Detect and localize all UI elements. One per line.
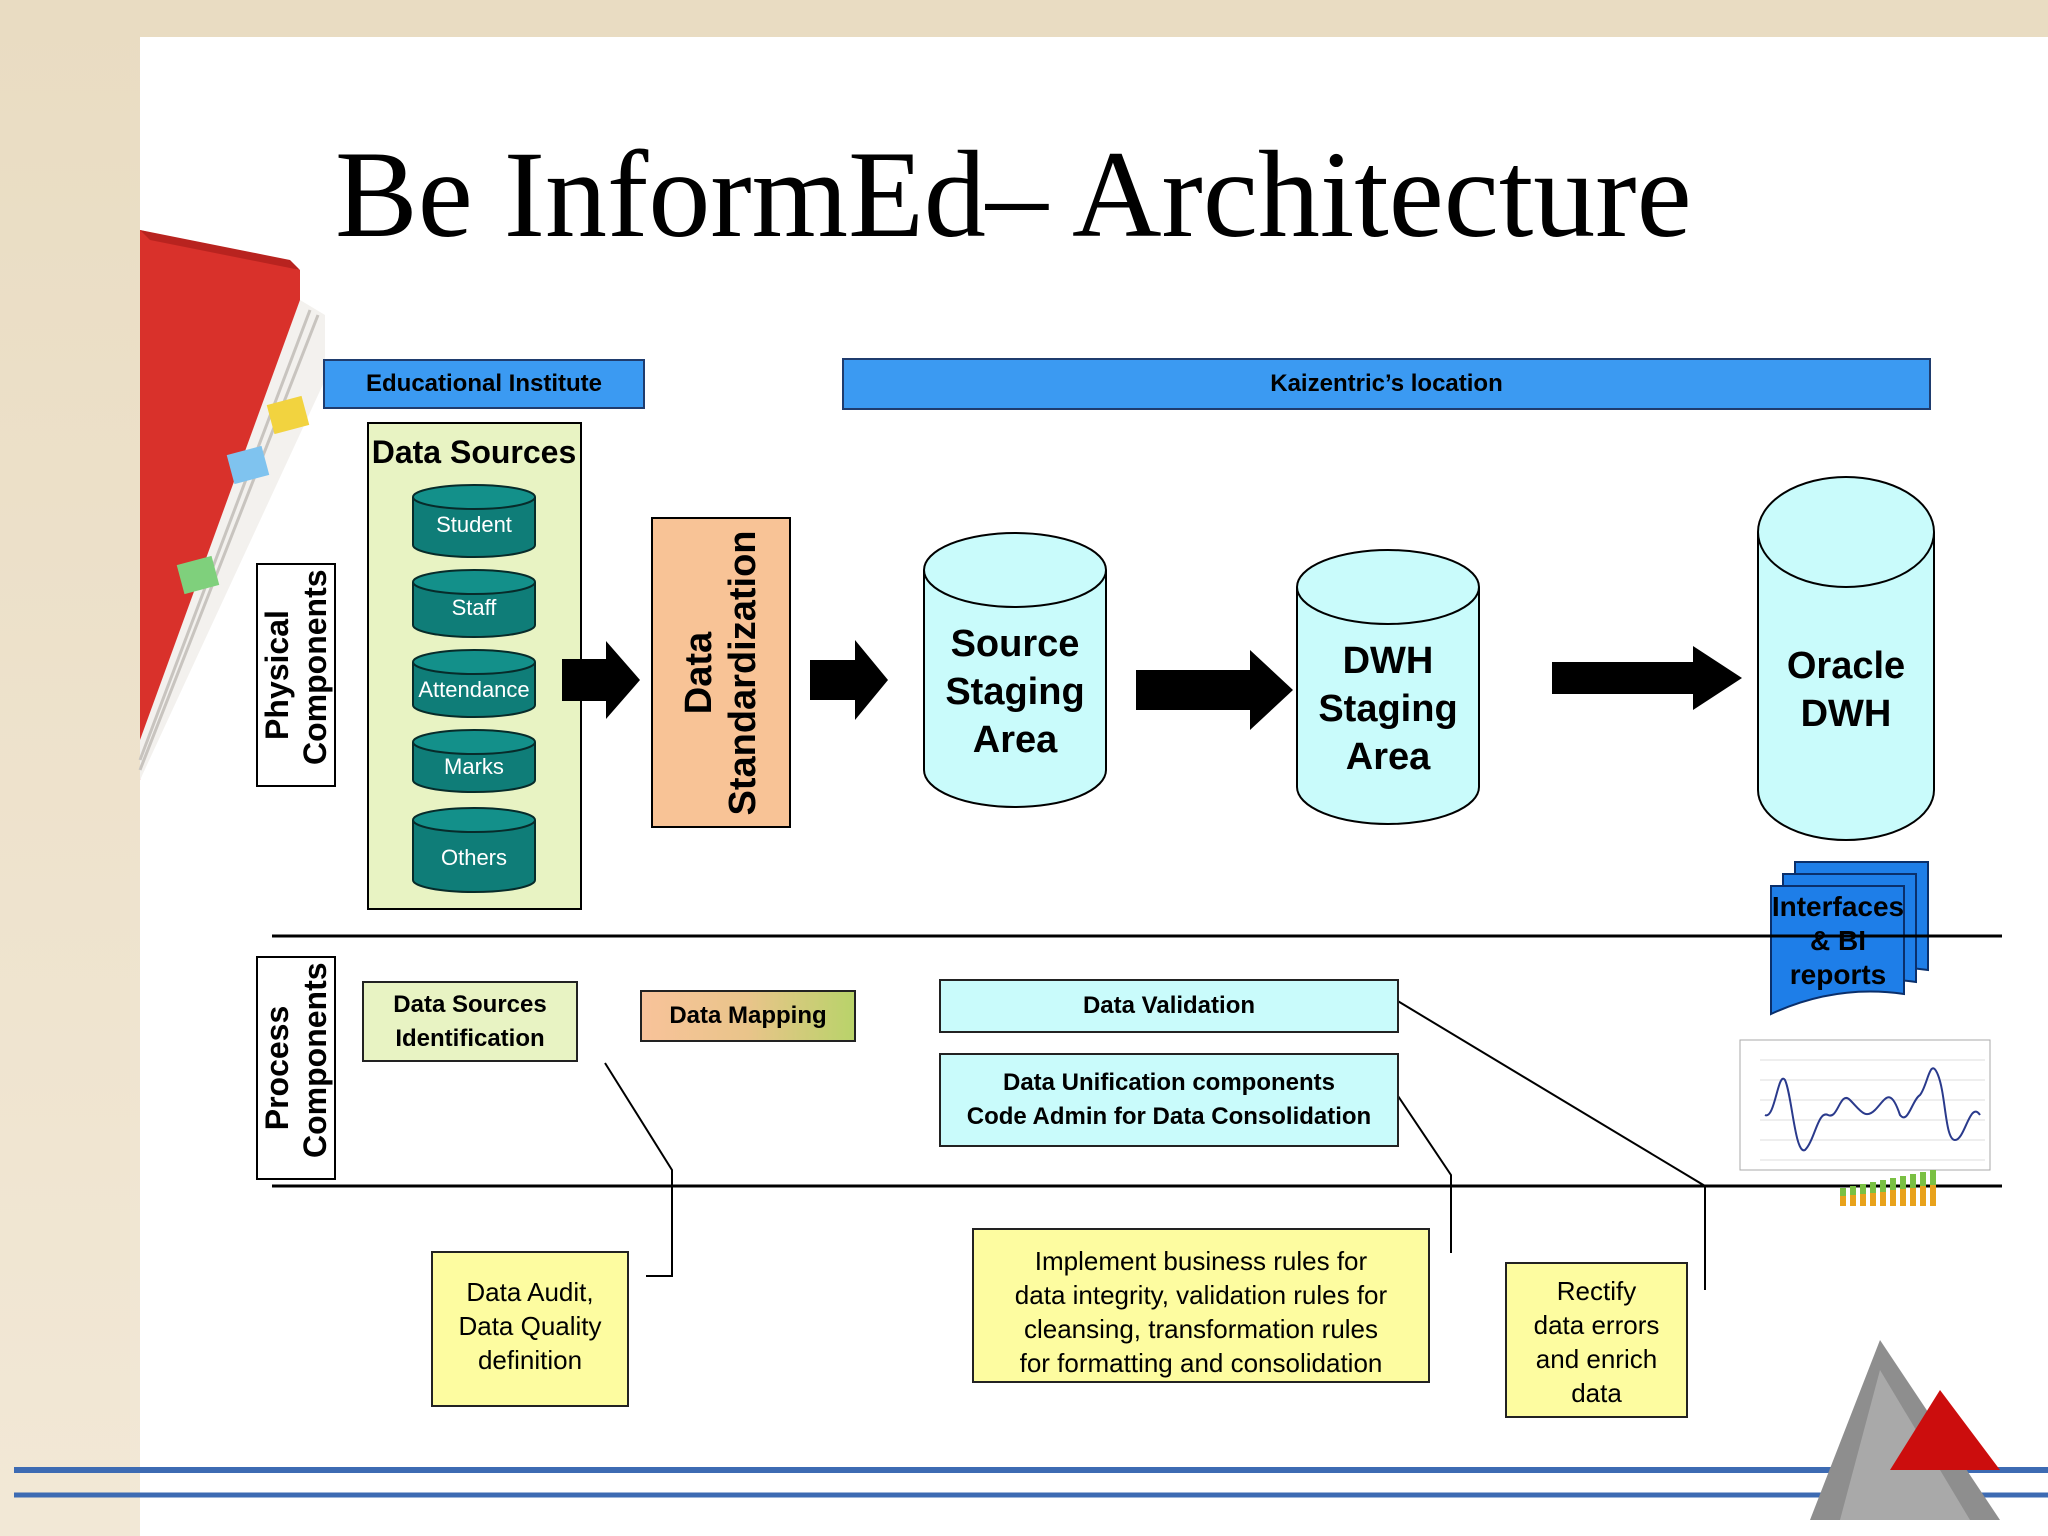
interfaces-line-3: reports <box>1789 959 1887 990</box>
staff-db-top <box>412 569 536 595</box>
business-rules-note: Implement business rules for data integr… <box>972 1228 1430 1383</box>
student-db-icon <box>412 497 536 558</box>
source-staging-db-top <box>923 532 1107 608</box>
attendance-db-top <box>412 649 536 675</box>
oracle-dwh-label: Oracle DWH <box>1758 642 1934 738</box>
source-staging-line-1: Source <box>950 623 1080 665</box>
interfaces-line-2: & BI <box>1810 925 1866 956</box>
connector-validation-to-rectify <box>1395 999 1706 1290</box>
data-mapping-box: Data Mapping <box>640 990 856 1042</box>
unification-line-1: Data Unification components <box>1002 1069 1336 1096</box>
source-staging-line-3: Area <box>972 719 1058 761</box>
others-db-icon <box>412 820 536 893</box>
data-validation-box: Data Validation <box>939 979 1399 1033</box>
others-label: Others <box>440 845 508 870</box>
dwh-staging-db-top <box>1296 549 1480 625</box>
physical-components-label: Physical Components <box>256 563 336 787</box>
rules-line-3: cleansing, transformation rules <box>1023 1314 1379 1344</box>
rules-line-1: Implement business rules for <box>1034 1246 1368 1276</box>
data-standardization-box: Data Standardization <box>651 517 791 828</box>
rectify-line-1: Rectify <box>1556 1276 1637 1306</box>
student-db-top <box>412 484 536 510</box>
data-sources-title: Data Sources <box>371 434 577 470</box>
interfaces-line-1: Interfaces <box>1771 891 1905 922</box>
source-staging-db-body <box>923 570 1107 808</box>
connector-identification-to-audit <box>604 1062 673 1277</box>
arrow-dwh-staging-to-oracle <box>1552 646 1742 710</box>
rectify-line-4: data <box>1571 1378 1622 1408</box>
dwh-staging-db-body <box>1296 587 1480 825</box>
rectify-data-note: Rectify data errors and enrich data <box>1505 1262 1688 1418</box>
oracle-dwh-db-top <box>1757 476 1935 588</box>
audit-line-3: definition <box>477 1345 583 1375</box>
data-audit-note: Data Audit, Data Quality definition <box>431 1251 629 1407</box>
dwh-staging-line-3: Area <box>1345 736 1431 778</box>
arrow-sources-to-standardization <box>562 641 640 719</box>
oracle-dwh-line-2: DWH <box>1800 693 1892 735</box>
student-label: Student <box>436 512 512 537</box>
identification-line-1: Data Sources <box>393 990 547 1018</box>
process-components-label: Process Components <box>256 956 336 1180</box>
blue-tab <box>226 445 270 485</box>
kaizentric-location-header: Kaizentric’s location <box>842 358 1931 410</box>
interfaces-bi-reports-label: Interfaces & BI reports <box>1760 890 1916 992</box>
arrow-standardization-to-source-staging <box>810 640 888 720</box>
rules-line-2: data integrity, validation rules for <box>1014 1280 1388 1310</box>
dwh-staging-line-1: DWH <box>1342 640 1434 682</box>
source-staging-line-2: Staging <box>945 671 1085 713</box>
rules-line-4: for formatting and consolidation <box>1019 1348 1383 1378</box>
identification-line-2: Identification <box>395 1024 545 1052</box>
green-tab <box>176 555 220 595</box>
marks-label: Marks <box>444 754 504 779</box>
data-unification-box: Data Unification components Code Admin f… <box>939 1053 1399 1147</box>
attendance-label: Attendance <box>418 677 530 702</box>
company-logo-icon <box>1810 1340 2000 1520</box>
sample-report-chart-icon <box>1739 1039 1991 1206</box>
educational-institute-header: Educational Institute <box>323 359 645 409</box>
oracle-dwh-line-1: Oracle <box>1786 645 1906 687</box>
dwh-staging-line-2: Staging <box>1318 688 1458 730</box>
source-staging-label: Source Staging Area <box>924 620 1106 764</box>
connector-unification-to-rules <box>1395 1092 1452 1253</box>
marks-db-top <box>412 729 536 755</box>
page-title: Be InformEd– Architecture <box>335 126 1692 263</box>
dwh-staging-label: DWH Staging Area <box>1297 637 1479 781</box>
rectify-line-2: data errors <box>1533 1310 1660 1340</box>
audit-line-1: Data Audit, <box>466 1277 594 1307</box>
arrow-source-to-dwh-staging <box>1136 650 1293 730</box>
yellow-tab <box>266 395 310 435</box>
staff-db-icon <box>412 582 536 638</box>
rectify-line-3: and enrich <box>1535 1344 1658 1374</box>
notebook-decoration <box>138 230 325 780</box>
oracle-dwh-db-body <box>1757 532 1935 841</box>
attendance-db-icon <box>412 662 536 718</box>
staff-label: Staff <box>451 595 497 620</box>
interfaces-doc-front <box>1770 885 1905 1016</box>
data-sources-identification-box: Data Sources Identification <box>362 981 578 1062</box>
marks-db-icon <box>412 742 536 793</box>
unification-line-2: Code Admin for Data Consolidation <box>966 1103 1372 1130</box>
audit-line-2: Data Quality <box>458 1311 602 1341</box>
others-db-top <box>412 807 536 833</box>
